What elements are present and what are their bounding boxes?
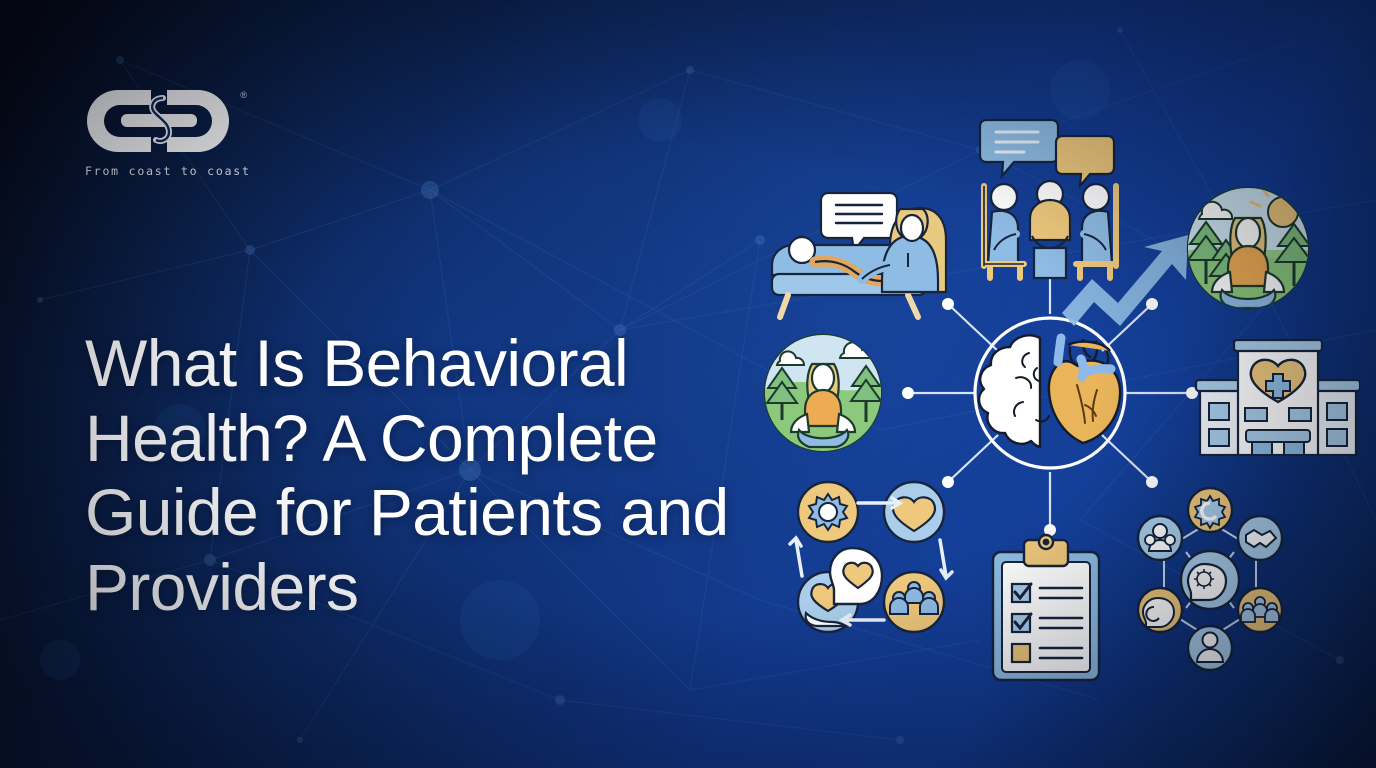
support-network-icon (1136, 486, 1284, 672)
behavioral-health-illustration (740, 90, 1362, 690)
hospital-icon (1194, 338, 1362, 457)
cd-chainlink-icon: ® (85, 88, 247, 154)
outdoor-meditation-icon (763, 333, 883, 453)
care-cycle-icon (788, 480, 954, 634)
registered-trademark-icon: ® (240, 90, 247, 100)
therapy-session-icon (770, 191, 948, 320)
page-title: What Is Behavioral Health? A Complete Gu… (85, 326, 729, 624)
brand-logo[interactable]: ® From coast to coast (85, 88, 265, 178)
brain-heart-hub-icon (973, 316, 1127, 470)
outdoor-meditation-sun-icon (1186, 186, 1310, 310)
brand-tagline: From coast to coast (85, 164, 251, 178)
group-therapy-icon (978, 118, 1119, 281)
checklist-clipboard-icon (991, 533, 1101, 682)
